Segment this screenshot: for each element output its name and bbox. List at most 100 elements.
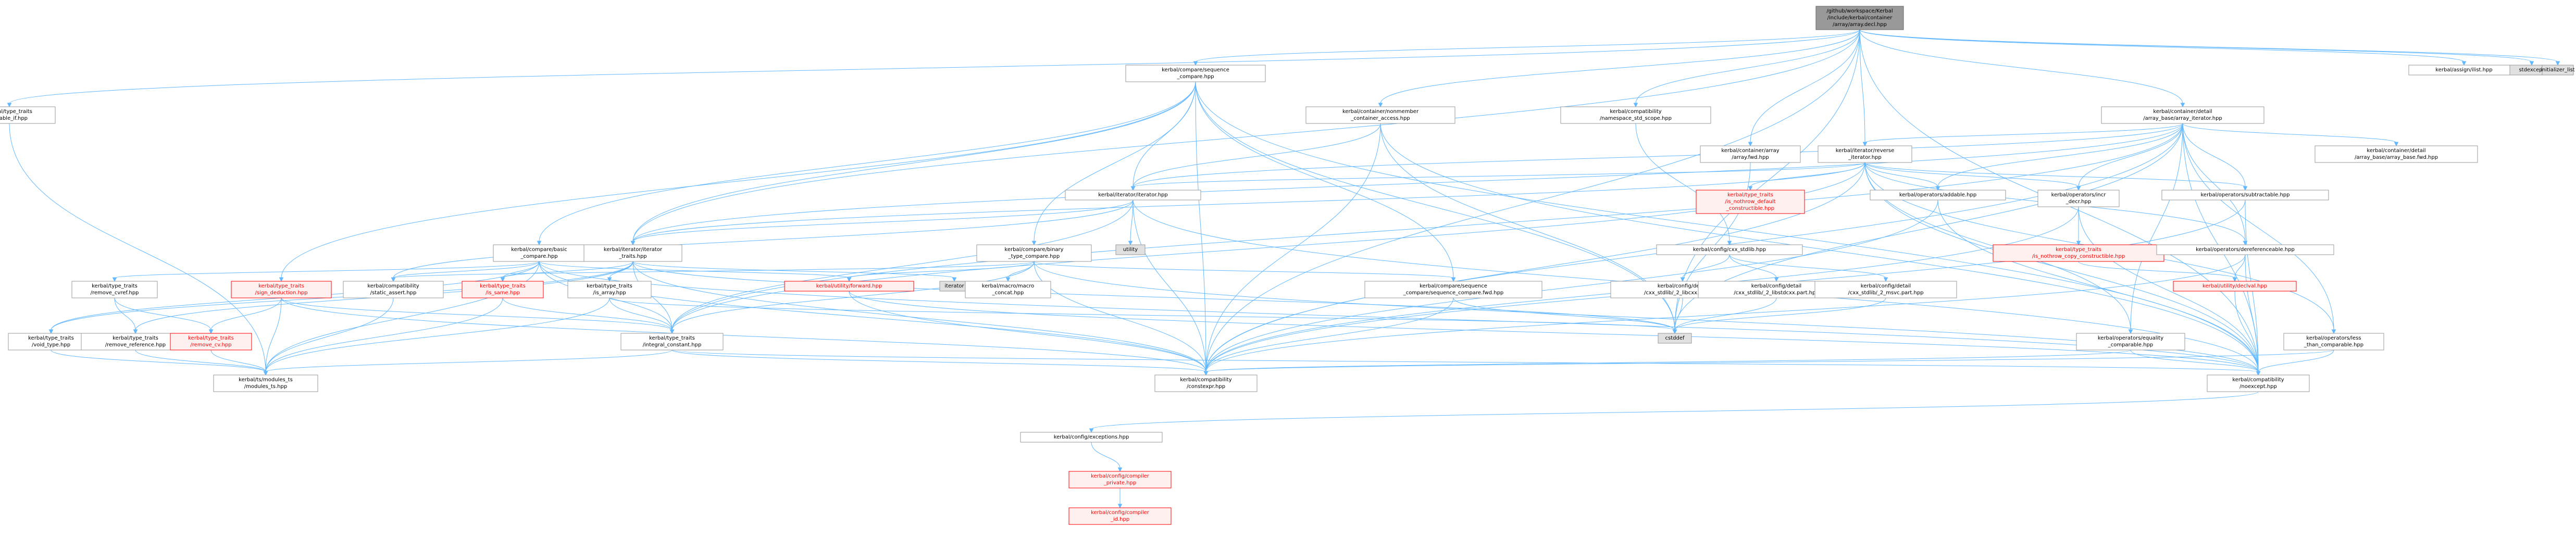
node-label-line: kerbal/iterator/iterator.hpp: [1098, 192, 1167, 198]
node-cxx-stdlib[interactable]: kerbal/config/cxx_stdlib.hpp: [1656, 244, 1803, 255]
edge-cxx_stdlib-to-libcxx_part: [1682, 254, 1730, 279]
node-is-same[interactable]: kerbal/type_traits/is_same.hpp: [462, 281, 544, 298]
node-box: [1068, 471, 1172, 489]
node-utility-declval[interactable]: kerbal/utility/declval.hpp: [2173, 281, 2297, 292]
node-seq-compare-fwd[interactable]: kerbal/compare/sequence_compare/sequence…: [1364, 281, 1542, 298]
node-array-base[interactable]: kerbal/container/detail/array_base/array…: [2101, 106, 2264, 124]
edge-root-to-constexpr: [1205, 29, 1860, 372]
node-reverse-iter[interactable]: kerbal/iterator/reverse_iterator.hpp: [1818, 145, 1912, 163]
node-label-line: kerbal/compatibility: [1610, 109, 1661, 115]
edge-iterator_traits-to-constexpr: [632, 261, 1206, 372]
edge-binary_type_compare-to-static_assert: [393, 261, 1035, 279]
node-void-type[interactable]: kerbal/type_traits/void_type.hpp: [8, 333, 94, 351]
edge-nonmember-to-noexcept: [1380, 123, 2259, 372]
edge-utility_forward-to-constexpr: [849, 291, 1206, 372]
node-constexpr[interactable]: kerbal/compatibility/constexpr.hpp: [1154, 374, 1258, 392]
edge-arrowhead: [2394, 142, 2399, 147]
node-box: [965, 281, 1051, 298]
node-iterator[interactable]: kerbal/iterator/iterator.hpp: [1065, 190, 1201, 201]
node-seq-compare[interactable]: kerbal/compare/sequence_compare.hpp: [1125, 65, 1266, 82]
edge-arrowhead: [607, 277, 612, 282]
node-less-than-comparable[interactable]: kerbal/operators/less_than_comparable.hp…: [2283, 333, 2384, 351]
edge-root-to-iterator_traits: [632, 29, 1860, 242]
edge-arrowhead: [1680, 277, 1685, 282]
node-box: [1020, 432, 1163, 443]
node-assign-list[interactable]: kerbal/assign/ilist.hpp: [2408, 65, 2520, 76]
node-msvc-part[interactable]: kerbal/config/detail/cxx_stdlib/_2_msvc.…: [1814, 281, 1957, 298]
node-modules-ts[interactable]: kerbal/ts/modules_ts/modules_ts.hpp: [213, 374, 318, 392]
edge-arrowhead: [1031, 241, 1037, 246]
node-macro-concat[interactable]: kerbal/macro/macro_concat.hpp: [965, 281, 1051, 298]
edge-iterator-to-constexpr: [1133, 199, 1206, 372]
node-static-assert[interactable]: kerbal/compatibility/static_assert.hpp: [343, 281, 444, 298]
node-exceptions[interactable]: kerbal/config/exceptions.hpp: [1020, 432, 1163, 443]
node-label-line: kerbal/iterator/iterator: [604, 247, 663, 253]
edge-ns_std_scope-to-cxx_stdlib: [1635, 123, 1730, 242]
edge-arrowhead: [1748, 186, 1753, 191]
node-box: [462, 281, 544, 298]
node-label-line: kerbal/compatibility: [2232, 377, 2284, 383]
node-nothrow-copy[interactable]: kerbal/type_traits/is_nothrow_copy_const…: [1993, 244, 2164, 262]
edge-integral_constant-to-constexpr: [671, 349, 1206, 372]
node-label-line: _constructible.hpp: [1726, 206, 1774, 211]
node-label-line: kerbal/config/detail: [1751, 283, 1801, 289]
node-binary-type-compare[interactable]: kerbal/compare/binary_type_compare.hpp: [976, 244, 1092, 262]
node-nothrow-default[interactable]: kerbal/type_traits/is_nothrow_default_co…: [1696, 190, 1805, 214]
node-dereferenceable[interactable]: kerbal/operators/dereferenceable.hpp: [2156, 244, 2334, 255]
edge-arrowhead: [847, 277, 852, 282]
edge-array_base-to-equality_comparable: [2130, 123, 2183, 331]
node-is-array[interactable]: kerbal/type_traits/is_array.hpp: [567, 281, 652, 298]
node-subtractable[interactable]: kerbal/operators/subtractable.hpp: [2161, 190, 2329, 201]
node-label-line: /remove_cv.hpp: [190, 342, 231, 348]
edge-reverse_iter-to-constexpr: [1205, 162, 1865, 372]
node-sign-deduction[interactable]: kerbal/type_traits/sign_deduction.hpp: [231, 281, 332, 298]
node-compiler-id[interactable]: kerbal/config/compiler_id.hpp: [1068, 507, 1172, 525]
node-label-line: kerbal/type_traits: [480, 283, 526, 289]
edge-arrowhead: [1117, 467, 1123, 472]
node-box: [1125, 65, 1266, 82]
edge-remove_cvref-to-remove_cv: [114, 297, 211, 331]
edge-iterator_traits-to-integral_constant: [632, 261, 673, 331]
edge-incr_decr-to-noexcept: [2078, 206, 2259, 372]
node-incr-decr[interactable]: kerbal/operators/incr_decr.hpp: [2037, 190, 2120, 207]
node-label-line: kerbal/container/detail: [2153, 109, 2212, 115]
node-ns-std-scope[interactable]: kerbal/compatibility/namespace_std_scope…: [1560, 106, 1711, 124]
node-noexcept[interactable]: kerbal/compatibility/noexcept.hpp: [2207, 374, 2310, 392]
node-label-line: kerbal/type_traits: [188, 335, 234, 341]
node-compiler-private[interactable]: kerbal/config/compiler_private.hpp: [1068, 471, 1172, 489]
node-label-line: /include/kerbal/container: [1827, 15, 1893, 21]
node-nonmember[interactable]: kerbal/container/nonmember_container_acc…: [1305, 106, 1455, 124]
node-box: [620, 333, 724, 351]
node-label-line: kerbal/type_traits: [113, 335, 158, 341]
edge-root-to-assign_list: [1859, 29, 2465, 62]
edge-arrowhead: [2461, 61, 2467, 66]
node-label-line: /remove_reference.hpp: [105, 342, 166, 348]
node-utility-forward[interactable]: kerbal/utility/forward.hpp: [784, 281, 914, 292]
node-basic-compare[interactable]: kerbal/compare/basic_compare.hpp: [493, 244, 586, 262]
edge-arrowhead: [2529, 61, 2534, 66]
node-box: [2207, 374, 2310, 392]
node-remove-cvref[interactable]: kerbal/type_traits/remove_cvref.hpp: [71, 281, 158, 298]
node-box: [1658, 333, 1692, 344]
node-label-line: utility: [1123, 247, 1138, 253]
edge-reverse_iter-to-noexcept: [1864, 162, 2259, 372]
node-label-line: kerbal/compare/binary: [1004, 247, 1063, 253]
node-remove-cv[interactable]: kerbal/type_traits/remove_cv.hpp: [170, 333, 252, 351]
edge-equality_comparable-to-noexcept: [2130, 349, 2259, 372]
node-iterator-traits[interactable]: kerbal/iterator/iterator_traits.hpp: [583, 244, 682, 262]
node-enable-if[interactable]: kerbal/type_traits/enable_if.hpp: [0, 106, 56, 124]
edge-arrowhead: [2180, 103, 2185, 108]
node-array-fwd[interactable]: kerbal/container/array/array.fwd.hpp: [1700, 145, 1801, 163]
edge-enable_if-to-modules_ts: [9, 123, 266, 372]
node-label-line: kerbal/config/detail: [1658, 283, 1708, 289]
node-addable[interactable]: kerbal/operators/addable.hpp: [1870, 190, 2006, 201]
node-array-base-fwd[interactable]: kerbal/container/detail/array_base/array…: [2314, 145, 2478, 163]
edge-array_base-to-iterator: [1133, 123, 2183, 187]
node-root[interactable]: /github/workspace/Kerbal/include/kerbal/…: [1815, 6, 1904, 30]
edge-arrowhead: [2555, 61, 2560, 66]
edge-iterator-to-static_assert: [393, 199, 1134, 279]
edge-array_base-to-array_base_fwd: [2182, 123, 2397, 143]
node-equality-comparable[interactable]: kerbal/operators/equality_comparable.hpp: [2076, 333, 2185, 351]
node-integral-constant[interactable]: kerbal/type_traits/integral_constant.hpp: [620, 333, 724, 351]
node-label-line: /is_same.hpp: [486, 290, 520, 296]
